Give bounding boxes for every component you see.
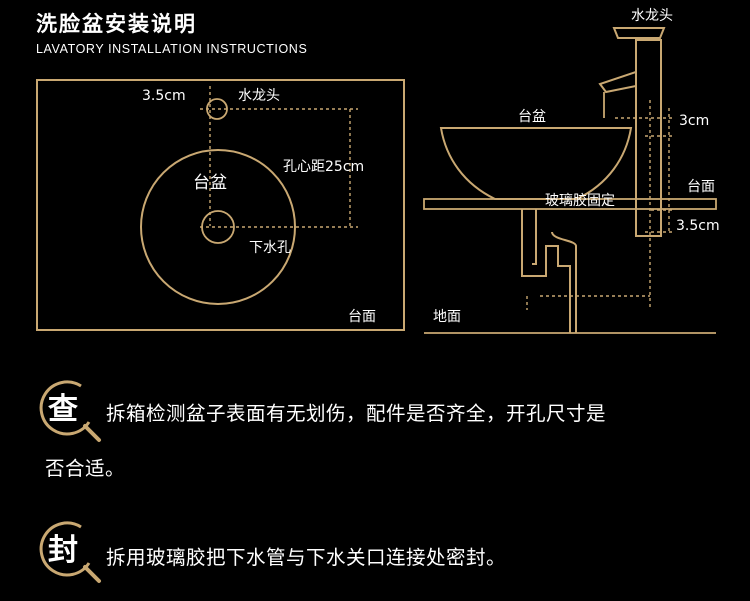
glue-label: 玻璃胶固定: [545, 192, 615, 209]
counter-label: 台面: [348, 309, 376, 325]
seal-icon-char: 封: [48, 533, 78, 568]
floor-label: 地面: [433, 309, 461, 325]
faucet-spout: [598, 71, 637, 94]
faucet-handle: [612, 27, 666, 39]
drain-label: 下水孔: [249, 240, 291, 256]
side-counter-label: 台面: [687, 179, 715, 195]
basin-outline: [140, 149, 296, 305]
side-basin-label: 台盆: [518, 109, 546, 125]
drain-pipe: [521, 209, 577, 333]
hole-distance-label: 孔心距25cm: [283, 159, 364, 175]
basin-bowl: [439, 127, 633, 200]
top-view: 3.5cm 水龙头 台盆 孔心距25cm 下水孔 台面: [36, 79, 405, 331]
seal-note-line1: 拆用玻璃胶把下水管与下水关口连接处密封。: [106, 546, 507, 569]
faucet-offset-label: 3.5cm: [142, 88, 186, 104]
basin-label: 台盆: [193, 173, 227, 193]
inspect-note-line1: 拆箱检测盆子表面有无划伤，配件是否齐全，开孔尺寸是: [106, 402, 607, 425]
side-faucet-label: 水龙头: [631, 8, 673, 24]
faucet-body: [635, 39, 662, 237]
inspect-note-line2: 否合适。: [45, 457, 126, 480]
page-title: 洗脸盆安装说明: [36, 11, 197, 36]
page-subtitle: LAVATORY INSTALLATION INSTRUCTIONS: [36, 42, 308, 56]
inspect-icon-char: 查: [48, 392, 78, 427]
spout-offset-label: 3cm: [679, 113, 709, 129]
counter-outline: [36, 79, 405, 331]
side-view-guides: [526, 100, 672, 310]
counter-offset-label: 3.5cm: [676, 218, 720, 234]
inspect-icon: 查: [39, 380, 101, 442]
side-view: [423, 27, 717, 334]
seal-icon: 封: [39, 521, 101, 583]
faucet-label: 水龙头: [238, 88, 280, 104]
